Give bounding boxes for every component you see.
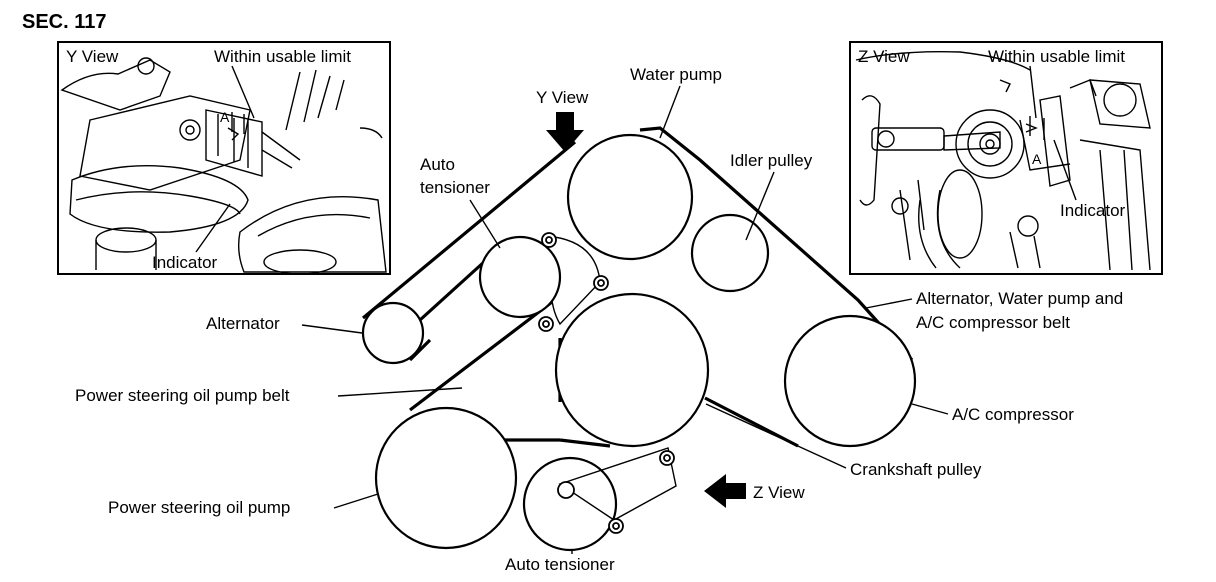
z-view-title: Z View (858, 47, 910, 66)
lower-auto-tensioner-pulley (522, 456, 618, 552)
y-view-inset: Y View Within usable limit A Indicator (57, 41, 391, 275)
water-pump-leader (659, 85, 681, 139)
z-view-within-leader (1029, 65, 1037, 119)
y-view-frame (57, 41, 391, 275)
crankshaft-pulley (554, 292, 710, 448)
idler-pulley-label: Idler pulley (730, 151, 813, 170)
water-pump-label: Water pump (630, 65, 722, 84)
crankshaft-leader (705, 403, 847, 469)
y-view-indicator-label: Indicator (152, 253, 218, 272)
alternator-pulley (361, 301, 425, 365)
ps-pump-label: Power steering oil pump (108, 498, 290, 517)
crankshaft-label: Crankshaft pulley (850, 460, 982, 479)
idler-pulley (690, 213, 770, 293)
water-pump-pulley (566, 133, 694, 261)
ac-compressor-label: A/C compressor (952, 405, 1074, 424)
y-view-arrow-icon (546, 112, 584, 152)
y-view-within-leader (231, 65, 255, 119)
ac-compressor-leader (911, 403, 949, 415)
lower-tensioner-arm (558, 447, 677, 521)
y-view-sketch (60, 57, 387, 275)
z-view-a-label: A (1032, 151, 1042, 167)
z-view-sketch (855, 50, 1151, 271)
ps-pump-leader (333, 493, 379, 509)
z-view-frame (849, 41, 1163, 275)
main-belt-leader (865, 298, 913, 309)
y-view-within-label: Within usable limit (214, 47, 351, 66)
ps-belt-label: Power steering oil pump belt (75, 386, 290, 405)
y-view-arrow-label: Y View (536, 88, 589, 107)
ac-compressor-pulley (783, 314, 917, 448)
z-view-within-label: Within usable limit (988, 47, 1125, 66)
y-view-title: Y View (66, 47, 119, 66)
alternator-leader (301, 324, 363, 334)
lower-auto-tensioner-label: Auto tensioner (505, 555, 615, 574)
upper-auto-tensioner-leader (469, 199, 501, 249)
main-belt-label-1: Alternator, Water pump and (916, 289, 1123, 308)
z-view-indicator-leader (1053, 139, 1077, 201)
lower-tensioner-pivot (557, 481, 575, 499)
z-view-arrow-icon (704, 474, 746, 508)
idler-pulley-leader (745, 171, 775, 241)
power-steering-pump-pulley (374, 406, 518, 550)
z-view-arrow-label: Z View (753, 483, 805, 502)
main-belt-label-2: A/C compressor belt (916, 313, 1070, 332)
tensioner-bolts (538, 232, 675, 534)
y-view-a-label: A (220, 109, 230, 125)
z-view-indicator-label: Indicator (1060, 201, 1126, 220)
upper-auto-tensioner-label-1: Auto (420, 155, 455, 174)
upper-auto-tensioner-pulley (478, 235, 562, 319)
upper-auto-tensioner-label-2: tensioner (420, 178, 490, 197)
section-title: SEC. 117 (22, 11, 107, 33)
y-view-indicator-leader (195, 203, 231, 253)
z-view-inset: Z View Within usable limit A Indicator (849, 41, 1163, 275)
ps-belt-leader (337, 387, 463, 397)
alternator-label: Alternator (206, 314, 280, 333)
